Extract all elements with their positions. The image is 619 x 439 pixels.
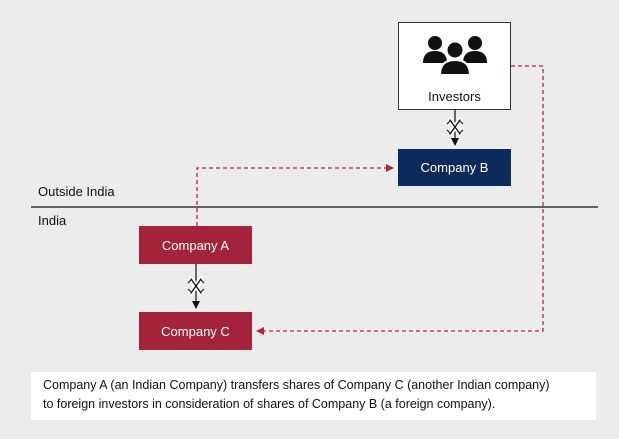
blocked-link-icon	[187, 276, 205, 296]
company-c-node: Company C	[139, 312, 252, 350]
india-label: India	[38, 213, 67, 228]
investors-label: Investors	[428, 89, 481, 104]
company-b-node: Company B	[398, 149, 511, 186]
blocked-link-icon	[446, 117, 464, 137]
dashed-arrow-investors-to-c	[256, 65, 544, 335]
outside-india-label: Outside India	[38, 184, 115, 199]
company-a-label: Company A	[161, 237, 230, 253]
company-b-label: Company B	[420, 160, 489, 175]
dashed-arrow-a-to-b	[196, 164, 394, 226]
investors-node: Investors	[398, 22, 511, 110]
caption-line-2: to foreign investors in consideration of…	[43, 397, 496, 411]
company-c-label: Company C	[161, 323, 230, 339]
company-a-node: Company A	[139, 226, 252, 264]
caption-line-1: Company A (an Indian Company) transfers …	[43, 378, 550, 392]
caption-box: Company A (an Indian Company) transfers …	[31, 372, 596, 420]
people-group-icon	[423, 36, 487, 76]
